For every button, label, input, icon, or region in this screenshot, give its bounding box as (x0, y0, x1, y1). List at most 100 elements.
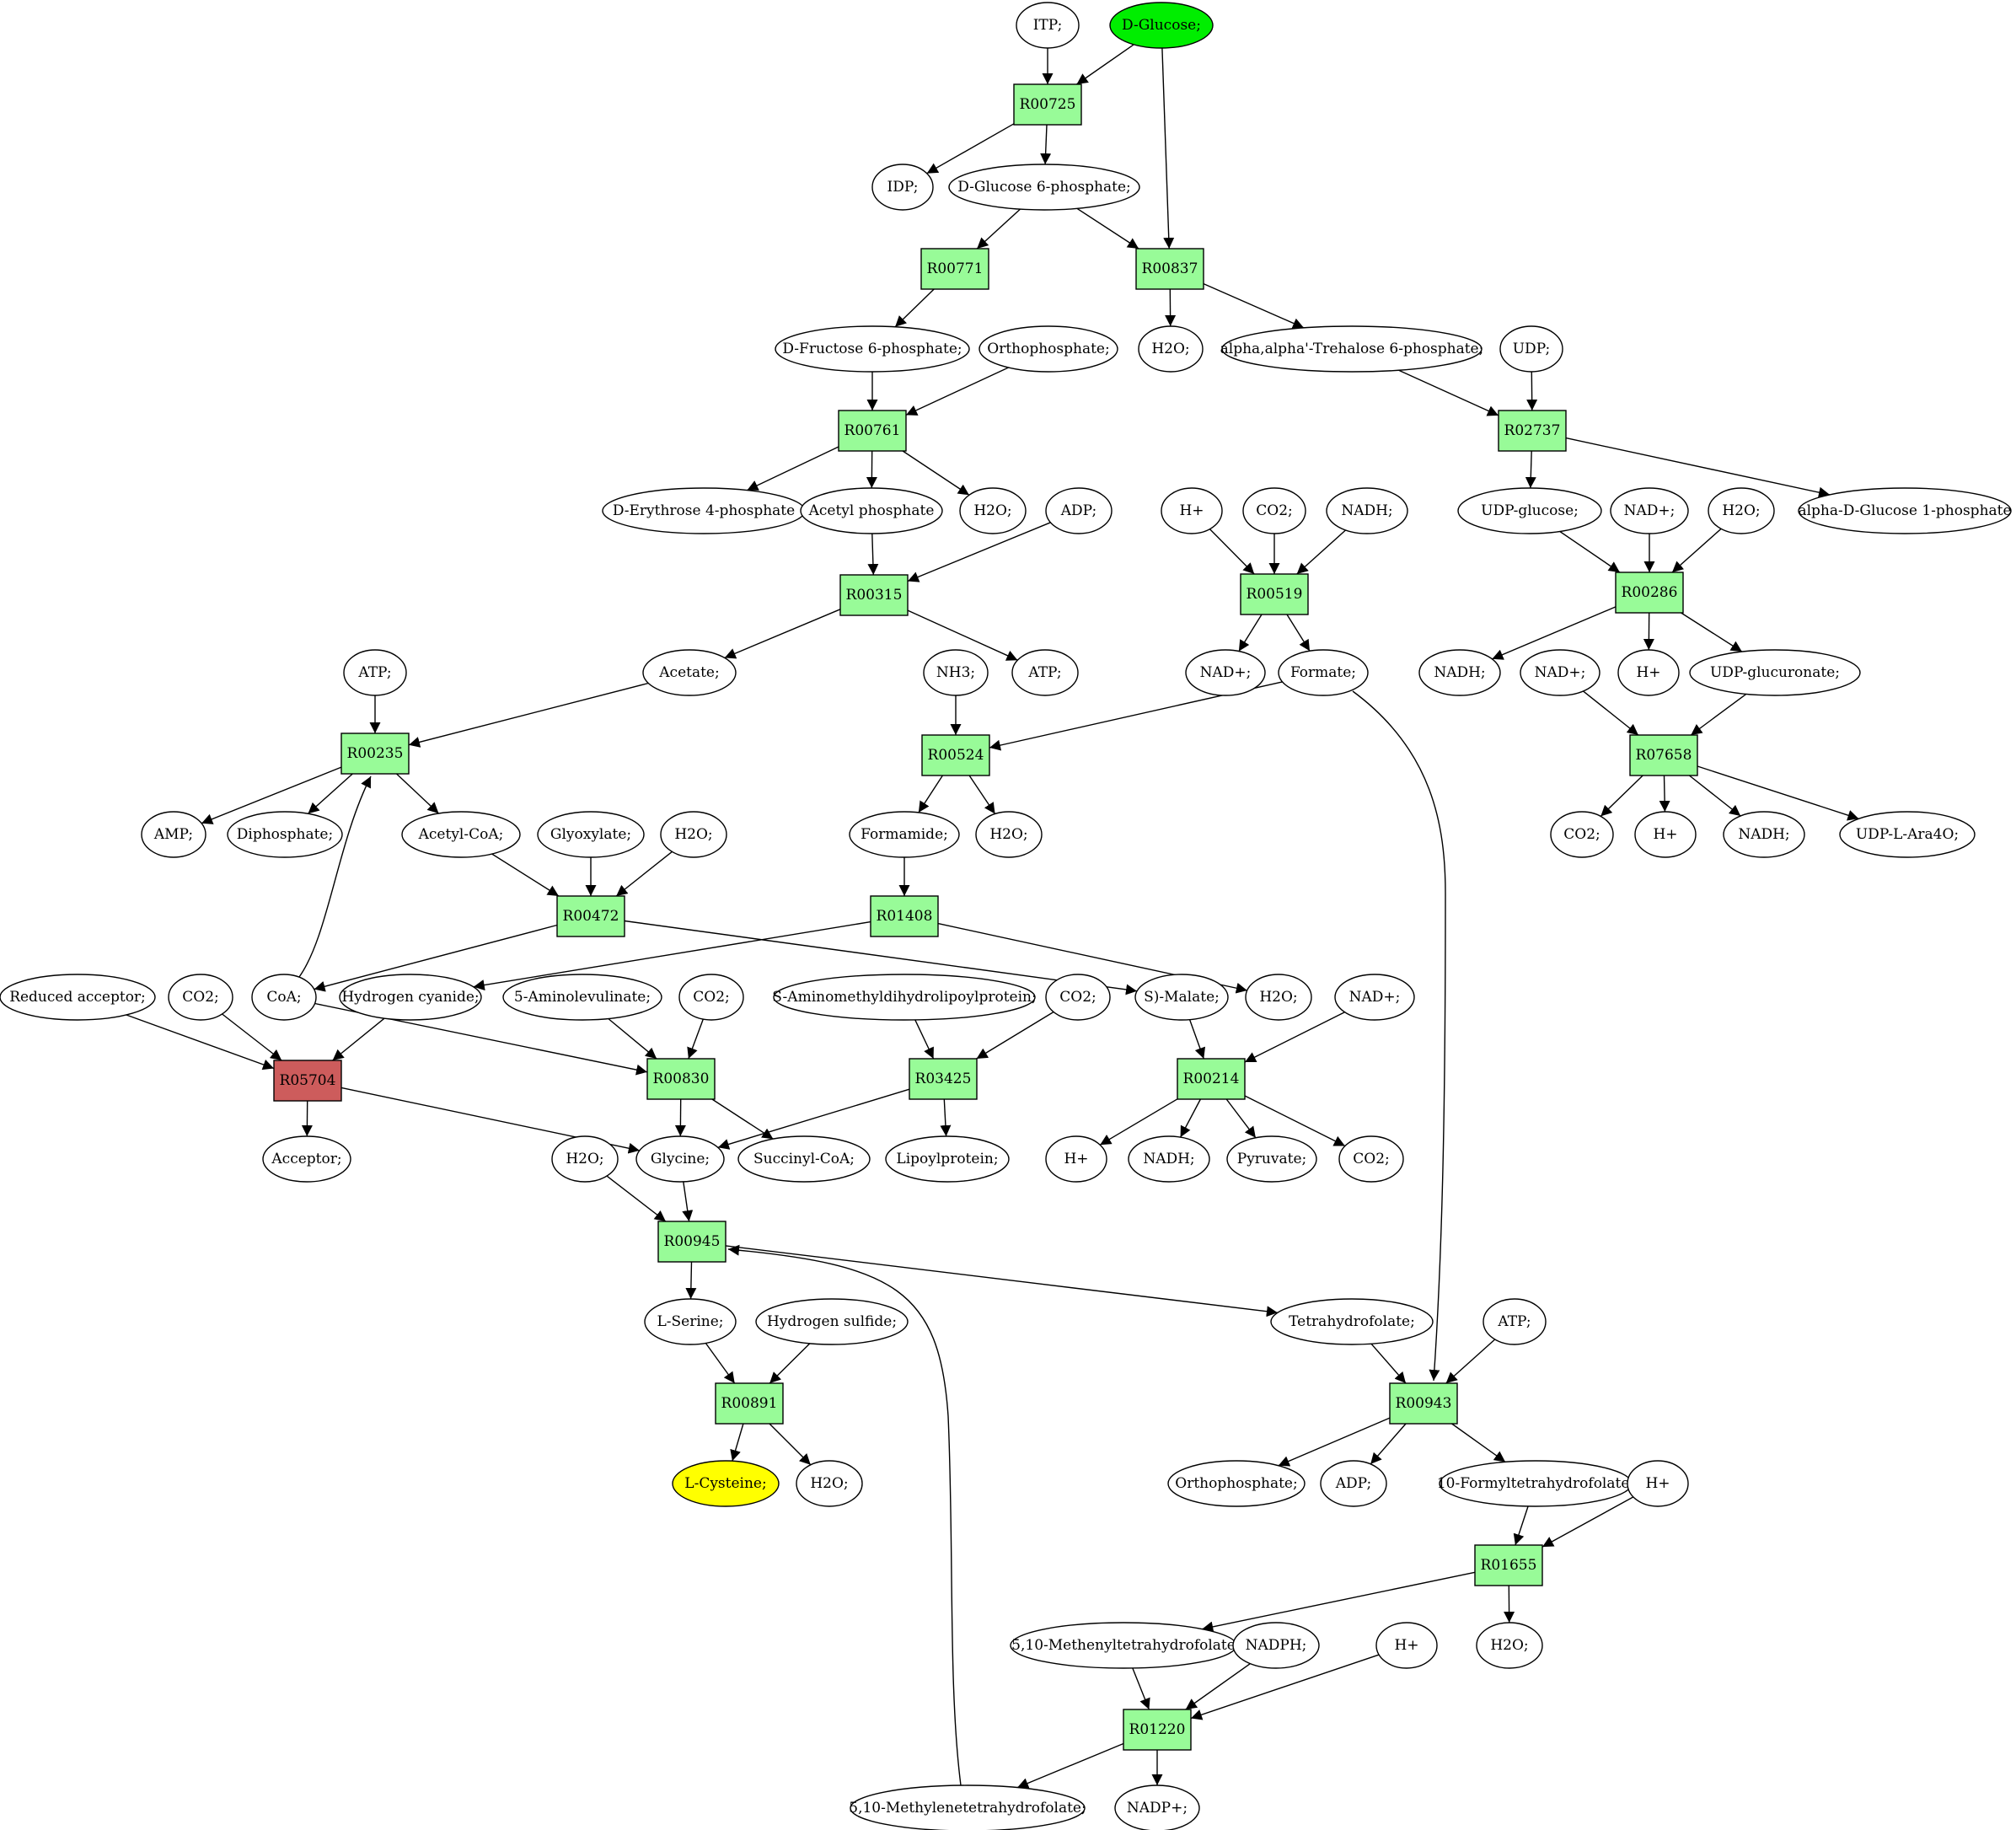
compound-h2o-3[interactable]: H2O; (1708, 487, 1775, 534)
compound-reduced-acceptor[interactable]: Reduced acceptor; (0, 974, 156, 1021)
compound-nh3[interactable]: NH3; (923, 649, 989, 696)
compound-trehalose6p[interactable]: alpha,alpha'-Trehalose 6-phosphate; (1220, 325, 1484, 373)
compound-glyoxylate[interactable]: Glyoxylate; (537, 811, 645, 858)
compound-amp[interactable]: AMP; (141, 811, 206, 858)
compound-nadh-3[interactable]: NADH; (1723, 811, 1805, 858)
compound-co2-6[interactable]: CO2; (1338, 1135, 1404, 1183)
compound-h2o-2[interactable]: H2O; (959, 487, 1027, 534)
compound-s-amdhlp[interactable]: S-Aminomethyldihydrolipoylprotein; (772, 974, 1037, 1021)
compound-nadh-4[interactable]: NADH; (1128, 1135, 1210, 1183)
compound-lipoylprotein[interactable]: Lipoylprotein; (885, 1135, 1010, 1183)
reaction-r00837[interactable]: R00837 (1135, 248, 1204, 290)
reaction-r00945[interactable]: R00945 (657, 1221, 727, 1263)
compound-co2-3[interactable]: CO2; (168, 974, 233, 1021)
reaction-r07658[interactable]: R07658 (1629, 734, 1698, 776)
reaction-r00235[interactable]: R00235 (340, 733, 410, 775)
compound-h2o-1[interactable]: H2O; (1138, 325, 1204, 373)
compound-pyruvate[interactable]: Pyruvate; (1226, 1135, 1317, 1183)
compound-h-plus-3[interactable]: H+ (1634, 811, 1697, 858)
reaction-r00286[interactable]: R00286 (1615, 572, 1684, 614)
compound-h-plus-5[interactable]: H+ (1627, 1460, 1689, 1507)
reaction-r03425[interactable]: R03425 (909, 1058, 978, 1100)
compound-h-plus-2[interactable]: H+ (1617, 649, 1680, 696)
compound-d-glucose[interactable]: D-Glucose; (1109, 2, 1214, 49)
compound-h2o-7[interactable]: H2O; (551, 1135, 619, 1183)
reaction-r00524[interactable]: R00524 (921, 734, 990, 776)
reaction-r00891[interactable]: R00891 (715, 1382, 784, 1425)
compound-h2o-6[interactable]: H2O; (1245, 974, 1312, 1021)
compound-nad-plus-4[interactable]: NAD+; (1334, 974, 1415, 1021)
compound-h2o-4[interactable]: H2O; (660, 811, 727, 858)
compound-glycine[interactable]: Glycine; (635, 1135, 725, 1183)
reaction-r00771[interactable]: R00771 (920, 248, 989, 290)
compound-alpha-g1p[interactable]: alpha-D-Glucose 1-phosphate (1798, 487, 2012, 534)
compound-hcn[interactable]: Hydrogen cyanide; (339, 974, 482, 1021)
compound-h2o-5[interactable]: H2O; (975, 811, 1043, 858)
compound-udp-glucuronate[interactable]: UDP-glucuronate; (1689, 649, 1861, 696)
compound-l-serine[interactable]: L-Serine; (644, 1298, 737, 1345)
reaction-r01408[interactable]: R01408 (870, 895, 939, 937)
compound-formamide[interactable]: Formamide; (849, 811, 960, 858)
compound-l-cysteine[interactable]: L-Cysteine; (672, 1460, 780, 1507)
compound-hydrogen-sulfide[interactable]: Hydrogen sulfide; (755, 1298, 909, 1345)
compound-acceptor[interactable]: Acceptor; (262, 1135, 351, 1183)
compound-succinyl-coa[interactable]: Succinyl-CoA; (737, 1135, 871, 1183)
reaction-r05704[interactable]: R05704 (273, 1060, 342, 1102)
compound-co2-5[interactable]: CO2; (1045, 974, 1111, 1021)
reaction-r00725[interactable]: R00725 (1013, 83, 1082, 126)
compound-formyl-thf[interactable]: 10-Formyltetrahydrofolate; (1437, 1460, 1634, 1507)
compound-h-plus-6[interactable]: H+ (1375, 1622, 1438, 1669)
compound-e4p[interactable]: D-Erythrose 4-phosphate (602, 487, 806, 534)
compound-formate[interactable]: Formate; (1278, 649, 1369, 696)
compound-h-plus-4[interactable]: H+ (1045, 1135, 1107, 1183)
compound-udp-glucose[interactable]: UDP-glucose; (1457, 487, 1602, 534)
edge-r07658-to-udp-ara4o (1697, 765, 1859, 821)
reaction-r01220[interactable]: R01220 (1123, 1709, 1192, 1751)
compound-nad-plus-2[interactable]: NAD+; (1185, 649, 1266, 696)
compound-nadh-1[interactable]: NADH; (1326, 487, 1408, 534)
compound-adp-1[interactable]: ADP; (1045, 487, 1113, 534)
reaction-r00943[interactable]: R00943 (1389, 1382, 1458, 1425)
compound-itp[interactable]: ITP; (1016, 2, 1080, 49)
compound-nadp-plus[interactable]: NADP+; (1114, 1784, 1200, 1830)
compound-atp-1[interactable]: ATP; (343, 649, 407, 696)
compound-thf[interactable]: Tetrahydrofolate; (1270, 1298, 1434, 1345)
compound-nadh-2[interactable]: NADH; (1418, 649, 1501, 696)
compound-atp-2[interactable]: ATP; (1011, 649, 1079, 696)
compound-methylene-thf[interactable]: 5,10-Methylenetetrahydrofolate; (849, 1784, 1086, 1830)
compound-g6p[interactable]: D-Glucose 6-phosphate; (948, 164, 1140, 211)
reaction-r01655[interactable]: R01655 (1474, 1544, 1543, 1586)
compound-coa[interactable]: CoA; (251, 974, 317, 1021)
reaction-r00519[interactable]: R00519 (1240, 573, 1309, 615)
reaction-r00830[interactable]: R00830 (646, 1058, 716, 1100)
compound-idp[interactable]: IDP; (871, 164, 934, 211)
compound-acetyl-phosphate[interactable]: Acetyl phosphate (800, 487, 943, 534)
reaction-r00214[interactable]: R00214 (1177, 1058, 1246, 1100)
compound-h2o-9[interactable]: H2O; (1476, 1622, 1543, 1669)
compound-acetyl-coa[interactable]: Acetyl-CoA; (401, 811, 521, 858)
reaction-r00472[interactable]: R00472 (556, 895, 625, 937)
compound-co2-1[interactable]: CO2; (1242, 487, 1306, 534)
compound-adp-2[interactable]: ADP; (1320, 1460, 1387, 1507)
compound-atp-3[interactable]: ATP; (1483, 1298, 1547, 1345)
compound-s-malate[interactable]: S)-Malate; (1134, 974, 1229, 1021)
compound-aminolevulinate[interactable]: 5-Aminolevulinate; (502, 974, 662, 1021)
compound-co2-2[interactable]: CO2; (1550, 811, 1614, 858)
compound-udp-ara4o[interactable]: UDP-L-Ara4O; (1839, 811, 1976, 858)
compound-methenyl-thf[interactable]: 5,10-Methenyltetrahydrofolate (1010, 1622, 1237, 1669)
compound-nad-plus-1[interactable]: NAD+; (1610, 487, 1689, 534)
reaction-r02737[interactable]: R02737 (1498, 410, 1567, 452)
compound-h-plus-1[interactable]: H+ (1161, 487, 1223, 534)
compound-acetate[interactable]: Acetate; (642, 649, 737, 696)
compound-udp[interactable]: UDP; (1499, 325, 1563, 373)
compound-nadph[interactable]: NADPH; (1232, 1622, 1320, 1669)
reaction-r00315[interactable]: R00315 (839, 574, 909, 616)
reaction-r00761[interactable]: R00761 (838, 410, 907, 452)
compound-h2o-8[interactable]: H2O; (796, 1460, 863, 1507)
compound-diphosphate[interactable]: Diphosphate; (227, 811, 343, 858)
compound-nad-plus-3[interactable]: NAD+; (1520, 649, 1600, 696)
compound-co2-4[interactable]: CO2; (678, 974, 744, 1021)
compound-orthophosphate-1[interactable]: Orthophosphate; (979, 325, 1118, 373)
compound-f6p[interactable]: D-Fructose 6-phosphate; (775, 325, 970, 373)
compound-orthophosphate-2[interactable]: Orthophosphate; (1167, 1460, 1306, 1507)
